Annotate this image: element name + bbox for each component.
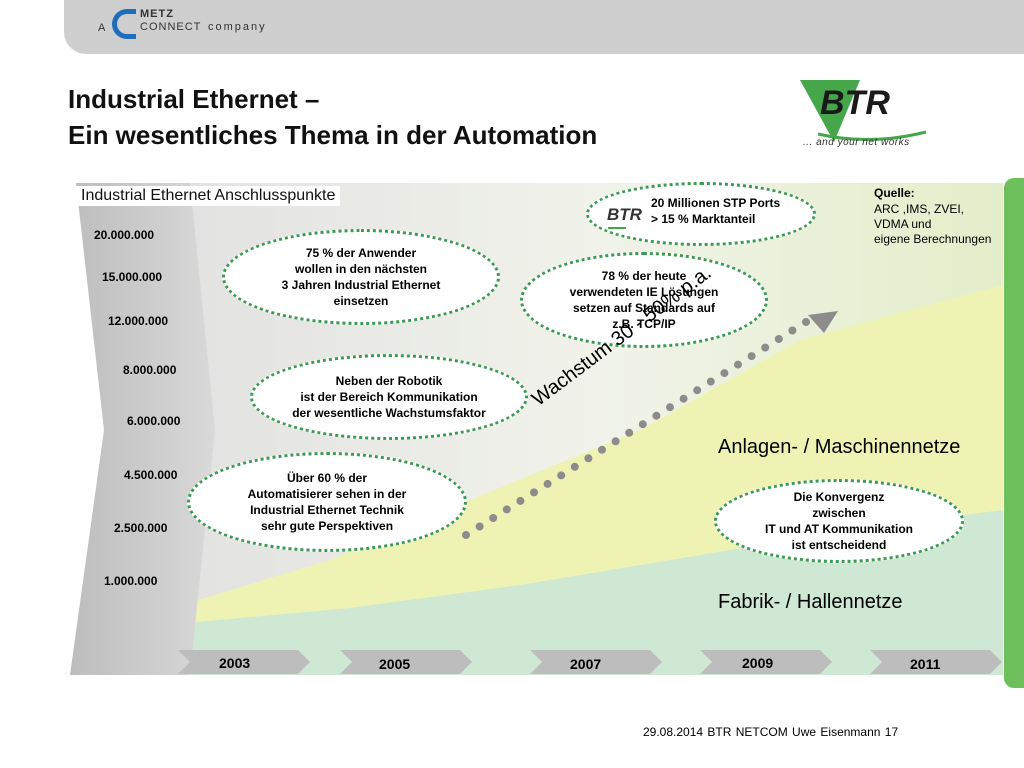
bubble-robotik: Neben der Robotik ist der Bereich Kommun… <box>250 354 528 440</box>
y-label: 6.000.000 <box>127 414 181 428</box>
growth-dot <box>502 505 511 514</box>
growth-dot <box>489 514 498 522</box>
bubble-text: 78 % der heute verwendeten IE Lösungen s… <box>569 269 719 331</box>
growth-dot <box>638 420 647 429</box>
growth-dot <box>720 369 729 378</box>
year-label: 2007 <box>570 656 602 672</box>
logo-metz: METZ <box>140 8 174 20</box>
y-label: 20.000.000 <box>94 228 155 242</box>
logo-connect: CONNECT <box>140 21 202 33</box>
growth-dot <box>706 377 715 386</box>
growth-dot <box>747 352 756 361</box>
logo-letter-a: A <box>98 22 107 34</box>
btr-small-logo: BTR <box>607 205 642 224</box>
growth-dot <box>666 403 674 412</box>
axis-title: Industrial Ethernet Anschlusspunkte <box>76 186 341 206</box>
logo-c-shape <box>112 9 136 39</box>
year-chevron <box>870 650 1002 674</box>
y-axis-column <box>70 183 215 675</box>
btr-triangle-icon <box>800 80 860 142</box>
footer-text: 29.08.2014 BTR NETCOM Uwe Eisenmann 17 <box>643 725 899 739</box>
y-label: 1.000.000 <box>104 574 158 588</box>
y-label: 8.000.000 <box>123 363 177 377</box>
year-chevron <box>700 650 832 674</box>
y-label: 2.500.000 <box>114 521 168 535</box>
btr-logo-text: BTR <box>820 84 890 122</box>
growth-dot <box>679 394 688 403</box>
year-label: 2003 <box>219 655 251 671</box>
growth-dot <box>734 360 742 369</box>
growth-dot <box>802 318 810 326</box>
year-label: 2009 <box>742 655 774 671</box>
bubble-konvergenz: Die Konvergenz zwischen IT und AT Kommun… <box>714 479 964 563</box>
side-tab <box>1004 178 1024 688</box>
growth-dot <box>788 326 797 335</box>
growth-dot <box>774 335 783 343</box>
source-title: Quelle: <box>874 186 915 200</box>
bubble-text: 20 Millionen STP Ports > 15 % Marktantei… <box>651 196 781 226</box>
area-label-fabrik: Fabrik- / Hallennetze <box>718 591 903 613</box>
y-label: 15.000.000 <box>102 270 163 284</box>
year-chevron <box>530 650 662 674</box>
growth-dot <box>625 428 634 437</box>
btr-swoosh-icon <box>817 130 927 142</box>
btr-logo: BTR <box>800 80 927 142</box>
growth-dot <box>530 488 538 497</box>
year-label: 2011 <box>910 656 941 672</box>
source-text: ARC ,IMS, ZVEI, VDMA und eigene Berechnu… <box>874 202 992 246</box>
bubble-text: Die Konvergenz zwischen IT und AT Kommun… <box>765 490 913 552</box>
growth-dot <box>598 445 606 454</box>
bubble-text: Über 60 % der Automatisierer sehen in de… <box>247 471 407 533</box>
y-label: 4.500.000 <box>124 468 178 482</box>
growth-dot <box>543 479 552 488</box>
bubble-perspektiven: Über 60 % der Automatisierer sehen in de… <box>187 452 467 552</box>
y-label: 12.000.000 <box>108 314 169 328</box>
btr-small-swoosh-icon <box>608 227 626 229</box>
growth-dot <box>516 496 525 505</box>
logo-company: company <box>208 21 267 33</box>
growth-dot <box>652 411 661 420</box>
growth-dot <box>570 462 579 471</box>
year-chevron <box>178 650 310 674</box>
growth-dot <box>693 386 702 395</box>
growth-dot <box>475 522 484 531</box>
metz-connect-logo: A METZ CONNECT company <box>98 8 318 48</box>
area-label-anlagen: Anlagen- / Maschinennetze <box>718 436 961 458</box>
bubble-anwender: 75 % der Anwender wollen in den nächsten… <box>222 229 500 325</box>
growth-dot <box>462 531 470 539</box>
growth-dot <box>761 343 770 352</box>
page-title-line2: Ein wesentliches Thema in der Automation <box>68 120 598 150</box>
header-bar <box>64 0 1024 54</box>
bubble-text: Neben der Robotik ist der Bereich Kommun… <box>292 374 486 420</box>
growth-dot <box>611 437 620 446</box>
growth-dot <box>557 471 566 480</box>
bubble-standards: 78 % der heute verwendeten IE Lösungen s… <box>520 252 768 348</box>
growth-trend <box>462 318 810 539</box>
bubble-stp-ports: BTR 20 Millionen STP Ports > 15 % Markta… <box>586 182 816 246</box>
btr-tagline: ... and your net works <box>803 137 910 148</box>
growth-dot <box>584 454 593 463</box>
page-title-line1: Industrial Ethernet – <box>68 84 320 114</box>
year-chevron <box>340 650 472 674</box>
year-label: 2005 <box>379 656 411 672</box>
bubble-text: 75 % der Anwender wollen in den nächsten… <box>281 246 441 308</box>
growth-arrow-icon <box>808 311 838 333</box>
year-axis <box>178 650 1002 674</box>
